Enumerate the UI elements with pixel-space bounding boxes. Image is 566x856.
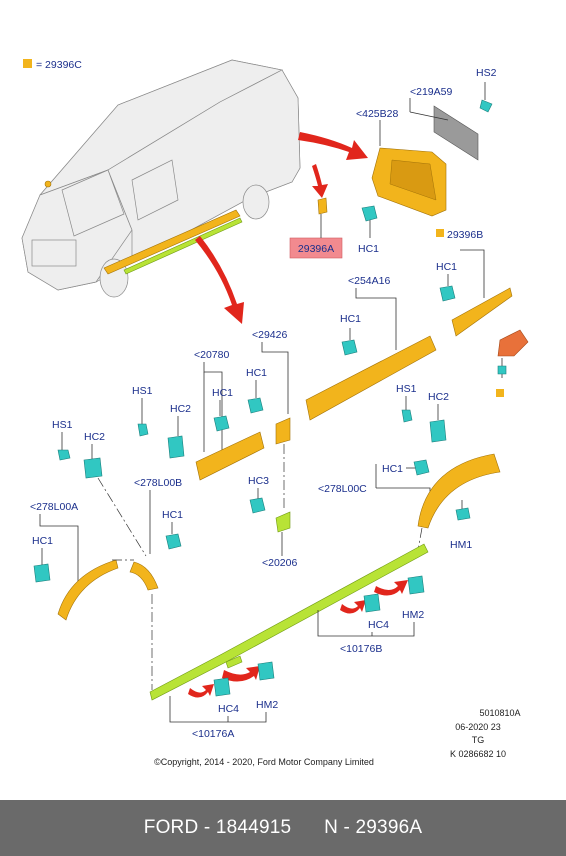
legend-swatch (23, 59, 32, 68)
part-number-footer: FORD - 1844915 N - 29396A (0, 800, 566, 856)
footer-text: FORD - 1844915 N - 29396A (143, 817, 423, 838)
label-20206: <20206 (262, 557, 297, 569)
label-hm2-lower: HM2 (256, 699, 278, 711)
label-10176a: <10176A (192, 728, 234, 740)
label-10176b: <10176B (340, 643, 382, 655)
highlight-box (289, 237, 343, 259)
label-278l00a: <278L00A (30, 501, 78, 513)
label-hc4-lower: HC4 (218, 703, 239, 715)
legend-text: = 29396C (36, 59, 82, 71)
label-hc1-b: HC1 (212, 387, 233, 399)
legend-swatch-small (496, 389, 504, 397)
ref-code-2: 06-2020 23 (455, 722, 501, 732)
highlight-label: 29396A (298, 243, 334, 255)
label-219a59: <219A59 (410, 86, 452, 98)
label-hc3: HC3 (248, 475, 269, 487)
parts-diagram: = 29396C 29396A HS2 <219A5 (21, 59, 529, 767)
label-hc1-d: HC1 (32, 535, 53, 547)
label-hs1-left: HS1 (52, 419, 73, 431)
label-hc4-upper: HC4 (368, 619, 389, 631)
label-hm1: HM1 (450, 539, 472, 551)
label-hc1-mid: HC1 (340, 313, 361, 325)
label-29396b: 29396B (447, 229, 483, 241)
label-hc2-a: HC2 (170, 403, 191, 415)
label-hm2-upper: HM2 (402, 609, 424, 621)
ref-code-4: K 0286682 10 (450, 749, 506, 759)
label-278l00b: <278L00B (134, 477, 182, 489)
label-hs1-a: HS1 (132, 385, 153, 397)
label-hc1-rear: HC1 (436, 261, 457, 273)
label-hs2: HS2 (476, 67, 497, 79)
label-20780: <20780 (194, 349, 229, 361)
label-278l00c: <278L00C (318, 483, 367, 495)
legend-swatch-29396b (436, 229, 444, 237)
label-hc2-right: HC2 (428, 391, 449, 403)
pointer-arrows (195, 132, 368, 324)
label-hc2-left: HC2 (84, 431, 105, 443)
label-hc1-a: HC1 (246, 367, 267, 379)
van-illustration (21, 59, 301, 298)
rear-panel-group (361, 82, 493, 238)
ref-code-1: 5010810A (479, 708, 520, 718)
label-254a16: <254A16 (348, 275, 390, 287)
label-hc1-top: HC1 (358, 243, 379, 255)
label-hc1-c: HC1 (162, 509, 183, 521)
copyright-text: ©Copyright, 2014 - 2020, Ford Motor Comp… (154, 757, 374, 767)
label-hc1-e: HC1 (382, 463, 403, 475)
label-425b28: <425B28 (356, 108, 398, 120)
label-29426: <29426 (252, 329, 287, 341)
label-hs1-right: HS1 (396, 383, 417, 395)
ref-code-3: TG (472, 735, 485, 745)
